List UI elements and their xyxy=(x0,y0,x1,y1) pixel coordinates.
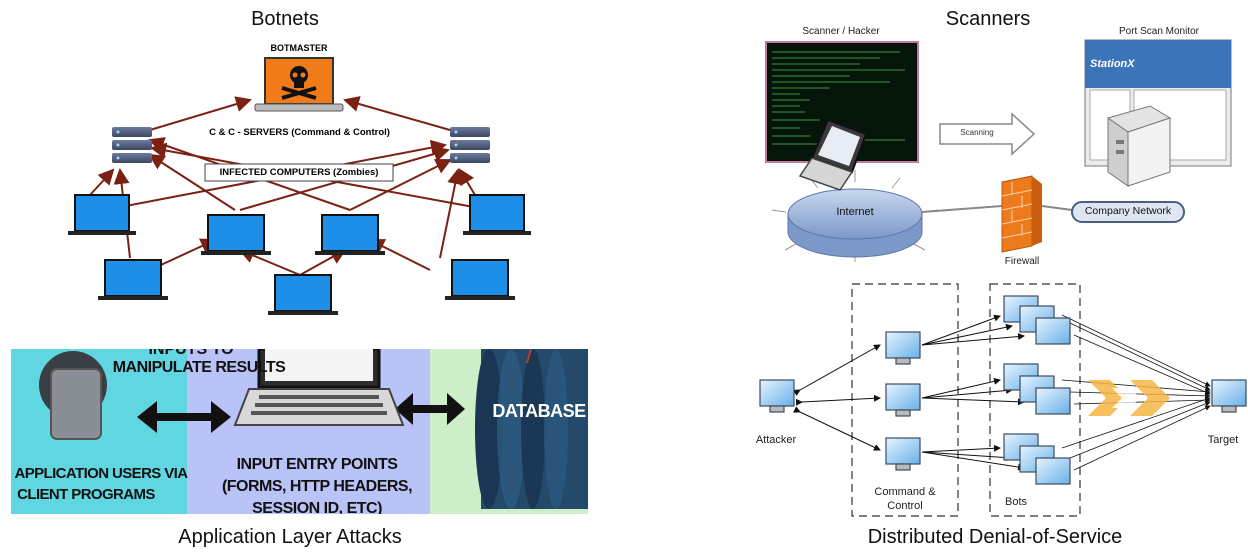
infected-label: INFECTED COMPUTERS (Zombies) xyxy=(219,167,379,178)
entry-line1: INPUT ENTRY POINTS xyxy=(236,456,398,473)
botmaster-laptop xyxy=(254,57,344,112)
user-laptop-icon xyxy=(50,368,102,440)
internet-disk xyxy=(787,188,923,258)
entry-line2: (FORMS, HTTP HEADERS, xyxy=(221,478,413,495)
cc-server-right xyxy=(450,127,490,163)
database-label: DATABASE xyxy=(492,401,586,421)
app-layer-panel: INPUTS TO MANIPULATE RESULTS DATABASE AP… xyxy=(11,349,588,514)
firewall-label: Firewall xyxy=(1004,256,1040,267)
double-arrow-left-icon xyxy=(137,401,231,433)
scanner-hacker-label: Scanner / Hacker xyxy=(802,26,880,37)
users-line1: APPLICATION USERS VIA xyxy=(14,465,189,482)
internet-label: Internet xyxy=(836,206,874,218)
cc-servers-label: C & C - SERVERS (Command & Control) xyxy=(209,127,390,138)
ddos-title: Distributed Denial-of-Service xyxy=(867,526,1123,548)
scanning-label: Scanning xyxy=(960,128,994,137)
port-scan-monitor-label: Port Scan Monitor xyxy=(1118,26,1200,37)
attacker-label: Attacker xyxy=(755,434,797,446)
double-arrow-right-icon xyxy=(395,393,465,425)
users-line2: CLIENT PROGRAMS xyxy=(17,486,155,503)
botmaster-label: BOTMASTER xyxy=(270,43,328,53)
scanners-title: Scanners xyxy=(945,8,1031,30)
entry-line3: SESSION ID, ETC) xyxy=(252,500,382,514)
hacker-terminal xyxy=(765,41,919,163)
app-layer-graphics xyxy=(39,349,588,509)
cc-dashed-box xyxy=(851,283,959,517)
bots-label: Bots xyxy=(1004,496,1027,508)
manip-line2: MANIPULATE RESULTS xyxy=(112,359,286,376)
cc-server-left xyxy=(112,127,152,163)
botnets-title: Botnets xyxy=(251,8,319,30)
hacker-laptop-icon xyxy=(798,118,868,191)
cc-label-line1: Command & xyxy=(874,486,936,498)
target-label: Target xyxy=(1207,434,1239,446)
station-x-logo: StationX xyxy=(1090,58,1135,70)
server-tower-icon xyxy=(1106,105,1172,187)
database-icon xyxy=(475,349,588,509)
bots-dashed-box xyxy=(989,283,1081,517)
app-layer-title: Application Layer Attacks xyxy=(178,526,402,548)
ddos-monitors xyxy=(759,295,1247,485)
attack-burst-icon xyxy=(1088,380,1170,416)
company-network-label: Company Network xyxy=(1084,205,1172,217)
entry-laptop-icon xyxy=(233,349,405,426)
laptop-bases xyxy=(68,231,531,315)
cc-label-line2: Control xyxy=(887,500,923,512)
manip-line1: INPUTS TO xyxy=(148,349,234,358)
firewall-icon xyxy=(1001,175,1042,253)
infected-laptops xyxy=(74,194,525,312)
